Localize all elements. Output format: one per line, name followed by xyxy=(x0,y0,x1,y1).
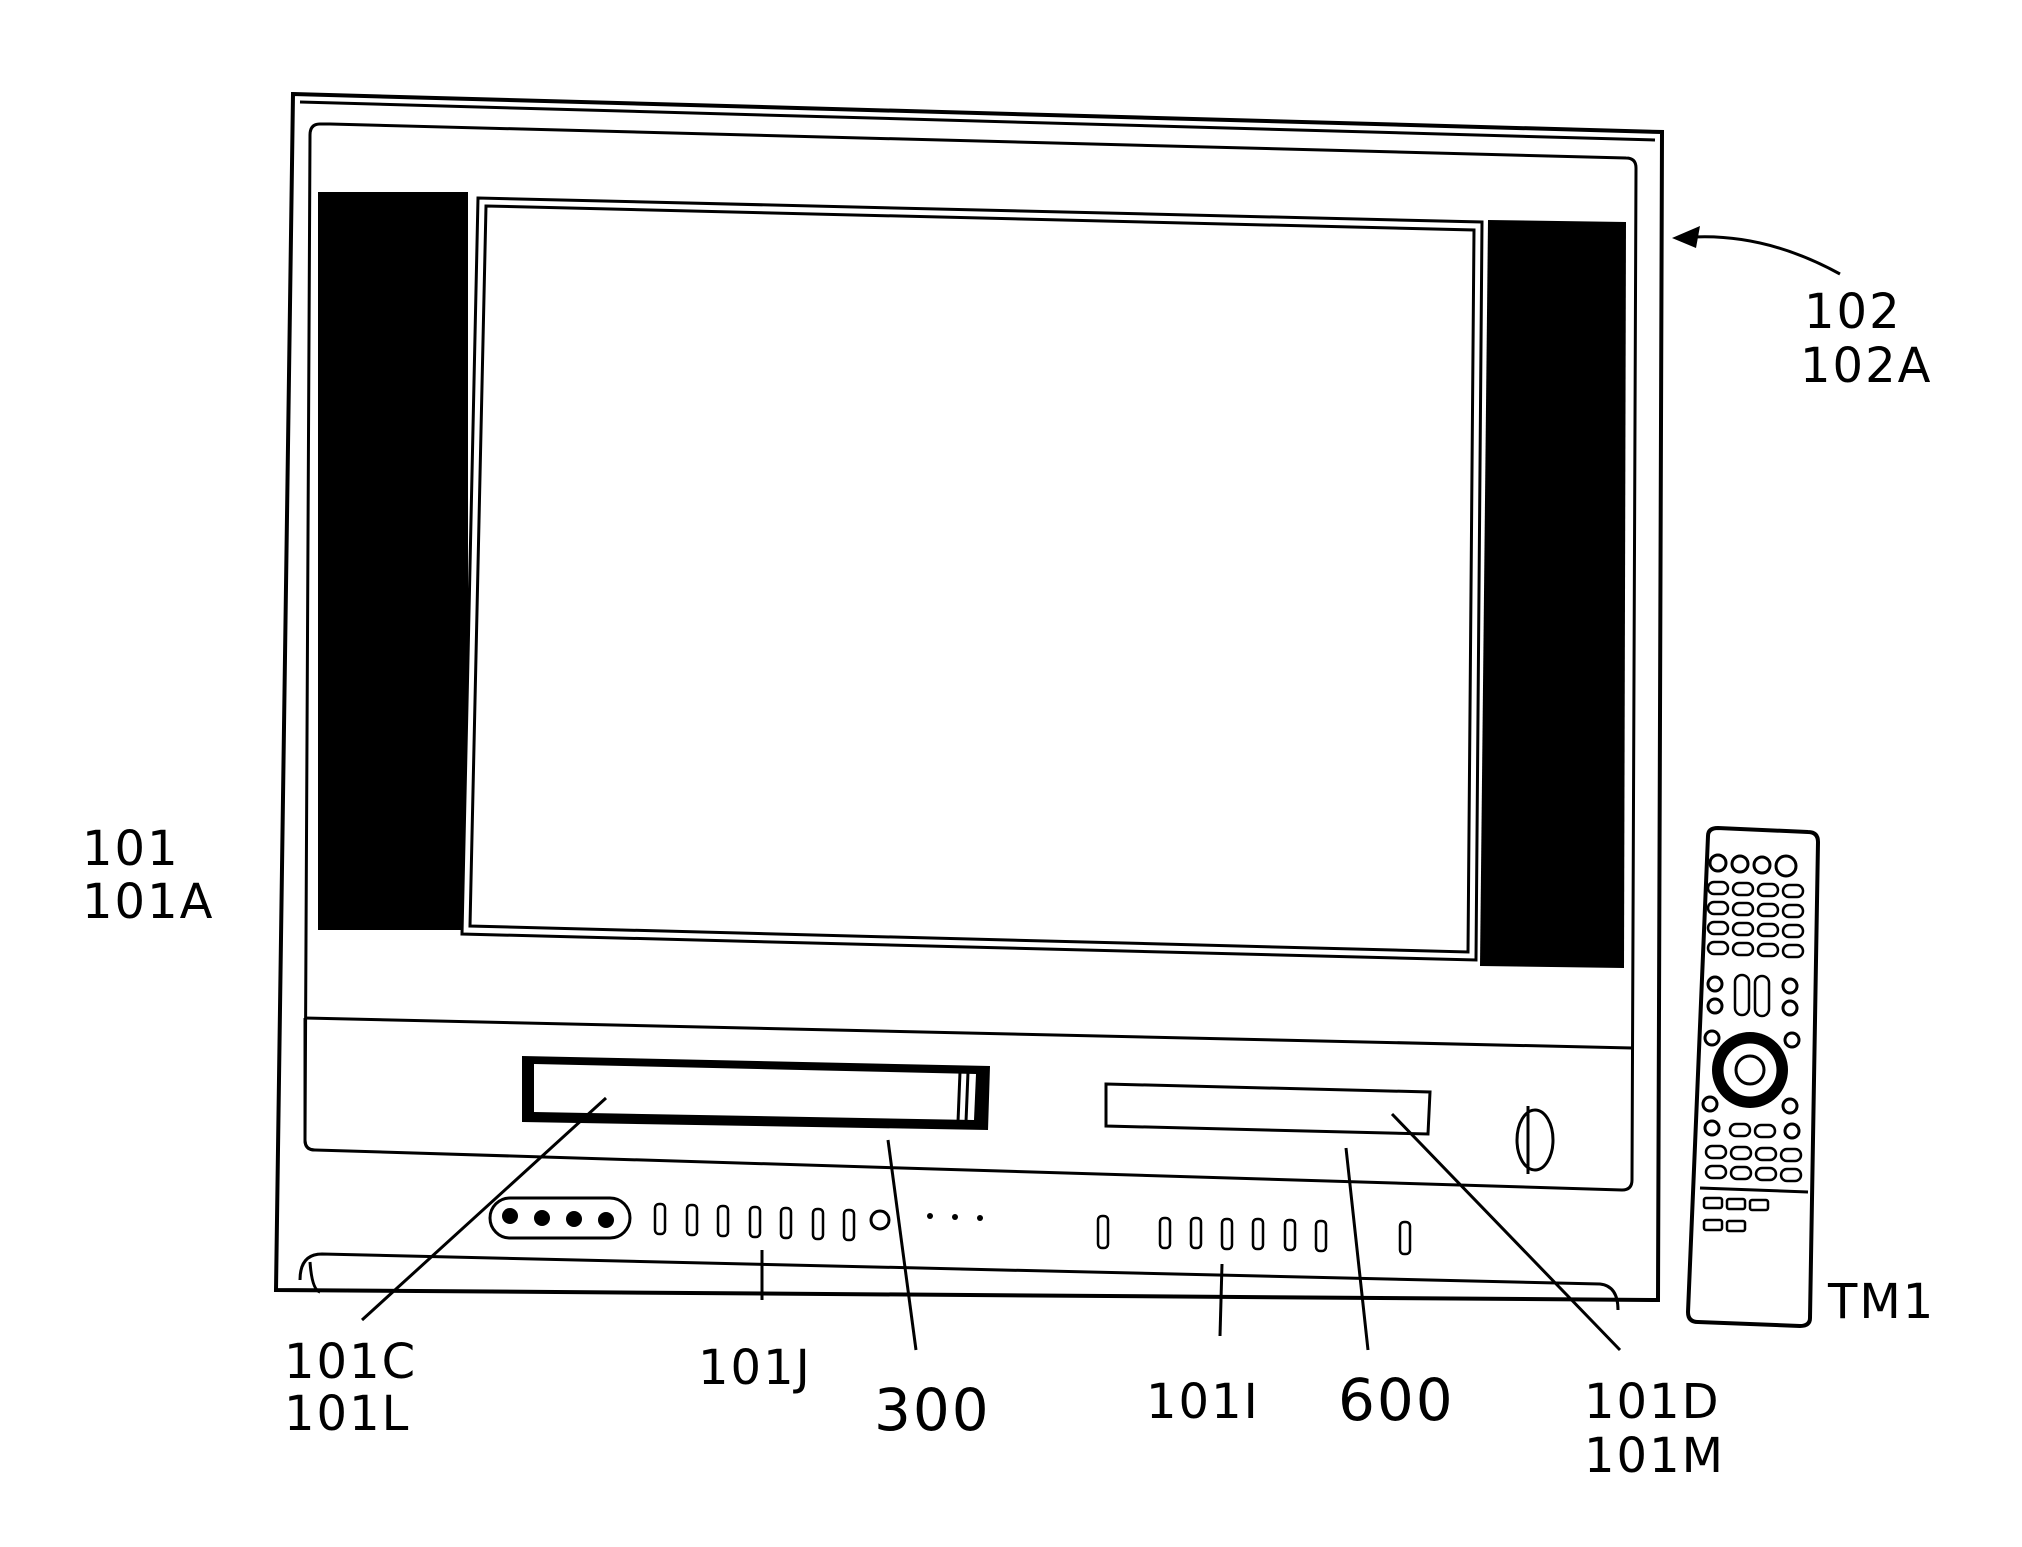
label-monitor-1: 102 xyxy=(1804,284,1902,340)
label-disc-slot-1: 101D xyxy=(1584,1374,1721,1430)
tape-slot xyxy=(522,1056,990,1130)
disc-slot xyxy=(1104,1082,1432,1136)
label-tape-slot-2: 101L xyxy=(284,1386,410,1442)
power-knob xyxy=(1515,1106,1555,1174)
label-front-buttons-left: 101J xyxy=(698,1340,812,1396)
front-buttons-left xyxy=(653,1202,983,1242)
label-tape-deck: 300 xyxy=(874,1376,991,1444)
label-tv-1: 101 xyxy=(82,821,180,877)
label-disc-slot-2: 101M xyxy=(1584,1428,1725,1484)
leader-lines xyxy=(360,226,1841,1352)
tv-housing xyxy=(273,91,1665,1303)
deck-divider xyxy=(304,1016,1633,1050)
left-speaker-grille xyxy=(318,192,468,930)
right-speaker-grille xyxy=(1480,220,1626,968)
label-tape-slot-1: 101C xyxy=(284,1334,417,1390)
label-monitor-2: 102A xyxy=(1800,338,1932,394)
reference-labels: 101 101A 102 102A 101C 101L 101J 300 101… xyxy=(82,284,1935,1484)
remote-control xyxy=(1685,825,1821,1329)
front-buttons-right xyxy=(1096,1214,1412,1256)
deck-panel xyxy=(303,1018,316,1152)
tv-base xyxy=(298,1252,1620,1311)
label-tv-2: 101A xyxy=(82,874,214,930)
av-jacks xyxy=(488,1196,632,1240)
label-front-buttons-right: 101I xyxy=(1146,1374,1260,1430)
screen xyxy=(460,196,1484,962)
label-disc-drive: 600 xyxy=(1338,1366,1455,1434)
label-remote: TM1 xyxy=(1827,1274,1935,1330)
